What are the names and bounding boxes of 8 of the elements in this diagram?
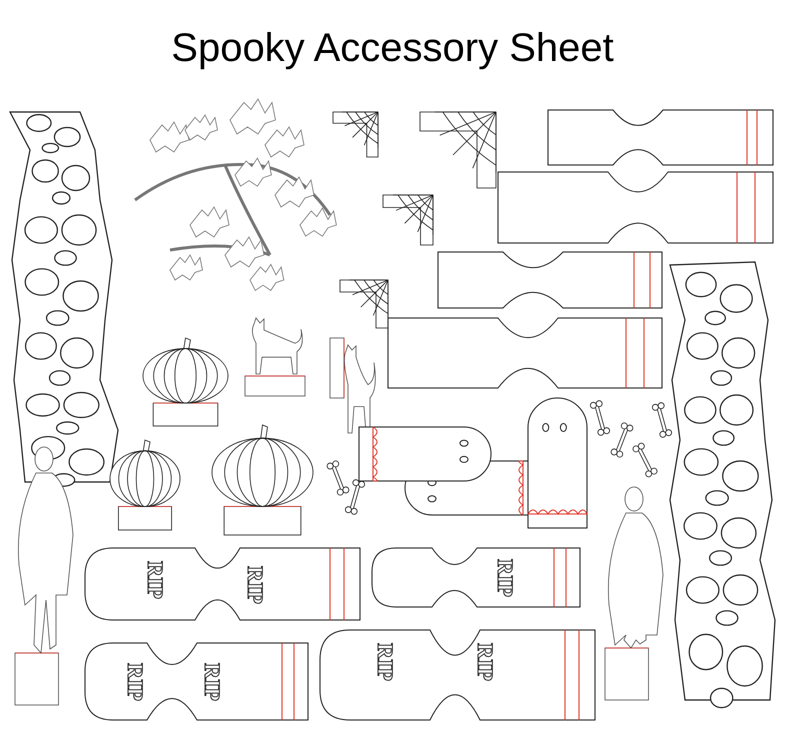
engraved-text: RIP	[243, 566, 267, 604]
engraved-text: RIP	[200, 663, 224, 701]
engraved-text: RIP	[373, 643, 397, 681]
engraved-text: RIP	[123, 663, 147, 701]
engraved-text: RIP	[473, 643, 497, 681]
title: Spooky Accessory Sheet	[171, 25, 614, 72]
engraved-text: RIP	[143, 561, 167, 599]
engraved-text: RIP	[493, 559, 517, 597]
